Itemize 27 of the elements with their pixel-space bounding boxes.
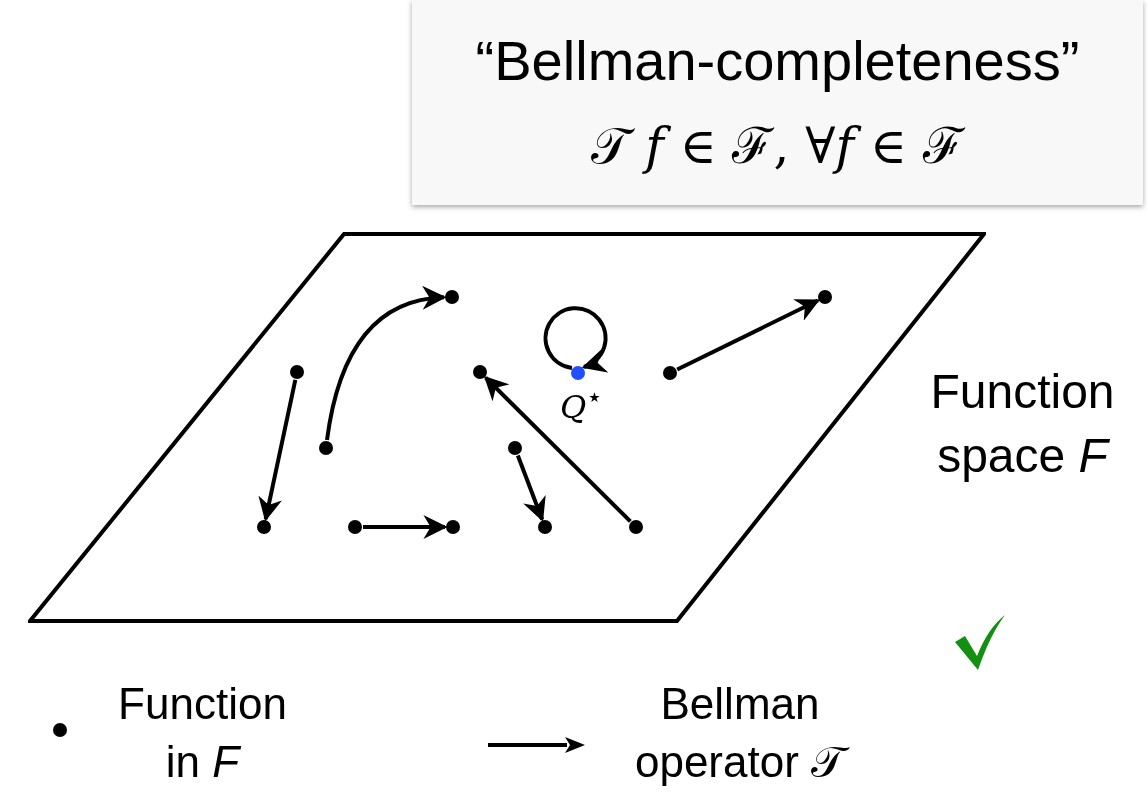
heading-text: “Bellman-completeness” <box>474 28 1081 93</box>
arrow <box>363 515 448 539</box>
function-dot <box>319 441 333 455</box>
function-dot <box>818 290 832 304</box>
function-dot <box>348 520 362 534</box>
math-label: Q$^{⋆}$ <box>560 381 604 426</box>
function-dot <box>257 520 271 534</box>
formula-text: 𝒯 f ∈ ℱ, ∀f ∈ ℱ <box>590 116 966 177</box>
arrow <box>515 454 546 522</box>
function-dot <box>290 365 304 379</box>
legend-text: Bellman operator 𝒯 <box>590 675 890 791</box>
legend-text: Function in F <box>117 678 288 788</box>
function-dot <box>629 520 643 534</box>
arrow <box>325 287 447 441</box>
function-dot <box>473 365 487 379</box>
arrow <box>543 306 609 371</box>
function-dot <box>508 441 522 455</box>
plane-label: Function space F <box>929 364 1116 484</box>
function-dot <box>571 366 585 380</box>
function-dot <box>538 520 552 534</box>
arrow <box>258 379 298 522</box>
function-dot <box>663 366 677 380</box>
function-dot <box>446 520 460 534</box>
heading-box <box>412 0 1143 205</box>
function-dot <box>445 290 459 304</box>
arrow <box>676 298 820 372</box>
arrow <box>483 375 632 523</box>
